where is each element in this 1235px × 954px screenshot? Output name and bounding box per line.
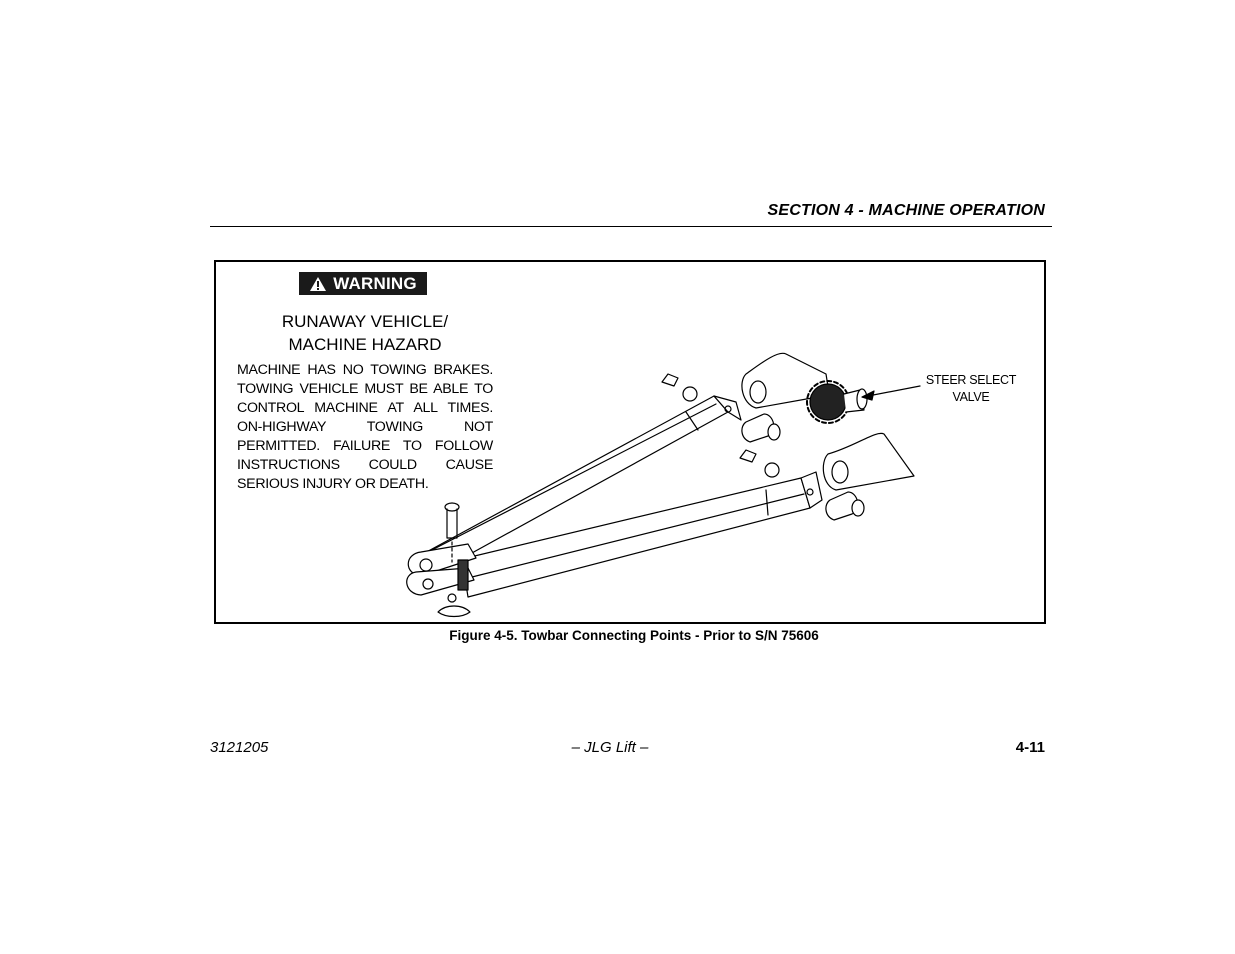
steer-select-valve — [806, 380, 868, 424]
warning-triangle-icon — [310, 276, 327, 291]
section-title: SECTION 4 - MACHINE OPERATION — [767, 202, 1045, 219]
page-number: 4-11 — [1015, 739, 1045, 756]
lower-towbar-arm — [461, 471, 823, 598]
figure-frame: WARNING RUNAWAY VEHICLE/ MACHINE HAZARD … — [214, 260, 1046, 624]
callout-line-2: VALVE — [952, 390, 990, 404]
lower-mounting-bracket — [822, 432, 915, 491]
footer-brand: – JLG Lift – — [571, 739, 649, 756]
callout-arrowhead — [861, 390, 875, 401]
steer-select-valve-label: STEER SELECT VALVE — [916, 372, 1026, 406]
callout-leader — [867, 385, 921, 397]
hazard-title: RUNAWAY VEHICLE/ MACHINE HAZARD — [237, 310, 493, 356]
lower-connection-parts — [739, 449, 865, 521]
upper-connection-parts — [661, 373, 781, 443]
hazard-body-text: MACHINE HAS NO TOWING BRAKES. TOWING VEH… — [237, 362, 493, 492]
document-number: 3121205 — [210, 739, 269, 756]
hazard-title-line-1: RUNAWAY VEHICLE/ — [281, 312, 449, 331]
header-divider — [210, 226, 1052, 227]
clevis-pin — [437, 502, 471, 618]
warning-badge: WARNING — [299, 272, 427, 295]
towbar-illustration — [406, 352, 921, 618]
figure-caption: Figure 4-5. Towbar Connecting Points - P… — [449, 628, 819, 643]
towbar-clevis — [406, 543, 477, 596]
warning-label: WARNING — [333, 273, 417, 293]
upper-towbar-arm — [420, 395, 742, 565]
hazard-title-line-2: MACHINE HAZARD — [288, 335, 442, 354]
callout-line-1: STEER SELECT — [925, 373, 1017, 387]
